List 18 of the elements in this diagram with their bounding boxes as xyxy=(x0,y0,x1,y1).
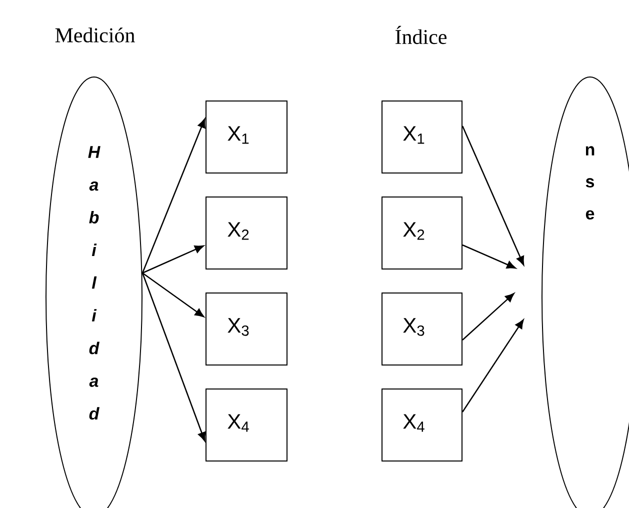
box: X$_{2}$ xyxy=(206,196,288,270)
box: X$_{2}$ xyxy=(382,196,462,270)
arrow xyxy=(142,272,204,318)
heading: Índice xyxy=(396,26,447,44)
box: X$_{4}$ xyxy=(206,388,288,462)
arrow xyxy=(462,293,514,340)
arrow xyxy=(142,118,206,274)
box: X$_{3}$ xyxy=(382,292,462,366)
arrow xyxy=(142,272,206,442)
heading: Medición xyxy=(55,28,135,42)
box: X$_{3}$ xyxy=(206,292,288,366)
arrow xyxy=(462,319,524,412)
arrow xyxy=(462,126,524,266)
box: X$_{1}$ xyxy=(382,100,462,174)
box: X$_{4}$ xyxy=(382,388,462,462)
arrow xyxy=(462,244,516,269)
box: X$_{1}$ xyxy=(206,100,288,174)
arrow xyxy=(142,245,204,274)
